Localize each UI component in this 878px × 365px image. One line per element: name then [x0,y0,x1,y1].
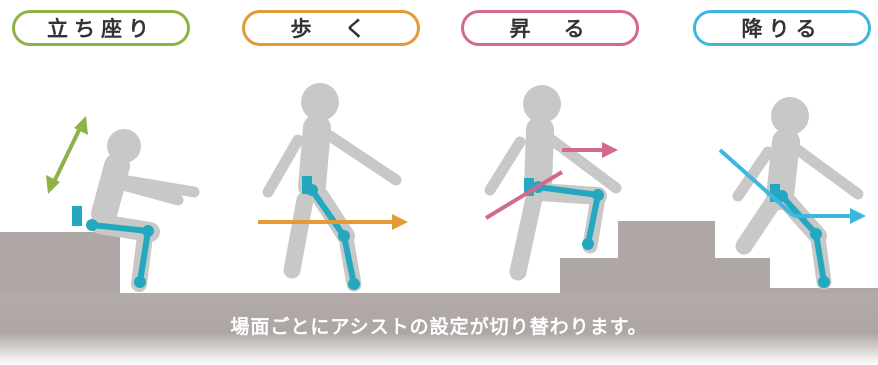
double-arrow-diagonal-icon [46,116,88,194]
arrow-up-right-icon [484,142,618,220]
arrow-down-right-icon [718,148,866,224]
sitting-block [0,232,120,293]
ascending-stairs [560,221,715,293]
label-ascend: 昇 る [461,10,639,46]
figure-sit-stand [72,129,200,292]
ground [0,221,878,365]
arrow-right-icon [258,214,408,230]
figure-walk [262,83,402,292]
label-sit-stand: 立ち座り [12,10,190,46]
descending-step [715,258,770,293]
label-walk: 歩 く [242,10,420,46]
label-descend: 降りる [693,10,871,46]
caption: 場面ごとにアシストの設定が切り替わります。 [230,316,648,338]
